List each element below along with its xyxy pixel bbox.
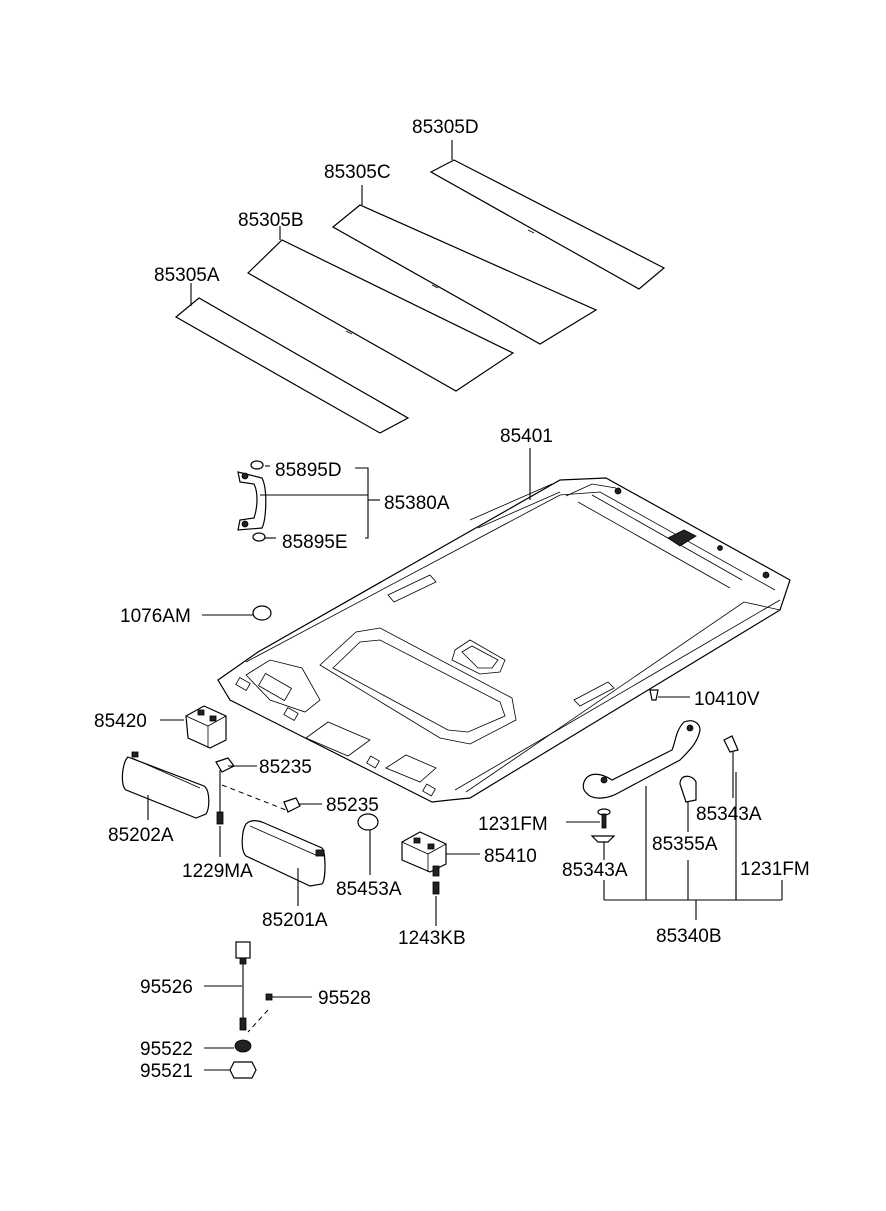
screw-1243KB[interactable] bbox=[432, 865, 440, 926]
label-95528: 95528 bbox=[318, 988, 371, 1009]
label-85340B: 85340B bbox=[656, 926, 722, 947]
cap-1076AM[interactable] bbox=[202, 605, 272, 621]
label-85401: 85401 bbox=[500, 426, 553, 447]
holder-85235-lower[interactable] bbox=[283, 797, 322, 813]
pad-85305C[interactable] bbox=[331, 185, 598, 345]
rear-assist-handle-85340B[interactable] bbox=[582, 720, 783, 920]
pad-85305D[interactable] bbox=[429, 140, 666, 290]
bolt-95528[interactable] bbox=[247, 993, 312, 1033]
pad-85305B[interactable] bbox=[247, 226, 515, 392]
cover-85355A[interactable] bbox=[679, 775, 697, 832]
label-1229MA: 1229MA bbox=[182, 861, 253, 882]
label-85895D: 85895D bbox=[275, 460, 342, 481]
washer-85343A-upper[interactable] bbox=[723, 735, 739, 798]
sun-visor-85202A[interactable] bbox=[121, 751, 210, 820]
label-85343A-upper: 85343A bbox=[696, 804, 762, 825]
label-1231FM-right: 1231FM bbox=[740, 859, 810, 880]
lamp-85410[interactable] bbox=[401, 831, 480, 873]
console-85420[interactable] bbox=[160, 705, 227, 749]
label-85305A: 85305A bbox=[154, 265, 220, 286]
label-85380A: 85380A bbox=[384, 493, 450, 514]
label-10410V: 10410V bbox=[694, 689, 760, 710]
washer-85343A-lower[interactable] bbox=[590, 835, 616, 860]
label-85305C: 85305C bbox=[324, 162, 391, 183]
grommet-95522[interactable] bbox=[204, 1039, 252, 1053]
label-95521: 95521 bbox=[140, 1061, 193, 1082]
label-85410: 85410 bbox=[484, 846, 537, 867]
holder-85235-upper[interactable] bbox=[215, 757, 287, 811]
label-1243KB: 1243KB bbox=[398, 928, 466, 949]
label-85305D: 85305D bbox=[412, 117, 479, 138]
label-85420: 85420 bbox=[94, 711, 147, 732]
label-95522: 95522 bbox=[140, 1039, 193, 1060]
label-85235-upper: 85235 bbox=[259, 757, 312, 778]
wiring-95526[interactable] bbox=[204, 941, 251, 1031]
label-85202A: 85202A bbox=[108, 825, 174, 846]
label-85343A-lower: 85343A bbox=[562, 860, 628, 881]
label-85305B: 85305B bbox=[238, 210, 304, 231]
label-85235-lower: 85235 bbox=[326, 795, 379, 816]
screw-1229MA[interactable] bbox=[216, 770, 224, 857]
nut-95521[interactable] bbox=[204, 1061, 257, 1079]
label-85895E: 85895E bbox=[282, 532, 348, 553]
label-85355A: 85355A bbox=[652, 834, 718, 855]
label-95526: 95526 bbox=[140, 977, 193, 998]
bolt-1231FM[interactable] bbox=[566, 808, 611, 829]
label-1076AM: 1076AM bbox=[120, 606, 191, 627]
label-85453A: 85453A bbox=[336, 879, 402, 900]
pad-85305A[interactable] bbox=[174, 283, 410, 434]
cap-85453A[interactable] bbox=[357, 813, 379, 875]
label-1231FM-left: 1231FM bbox=[478, 814, 548, 835]
clip-10410V[interactable] bbox=[649, 689, 690, 701]
assist-handle-85380A[interactable] bbox=[237, 460, 380, 542]
headliner-85401[interactable] bbox=[217, 448, 791, 803]
label-85201A: 85201A bbox=[262, 910, 328, 931]
sun-visor-85201A[interactable] bbox=[241, 820, 326, 906]
